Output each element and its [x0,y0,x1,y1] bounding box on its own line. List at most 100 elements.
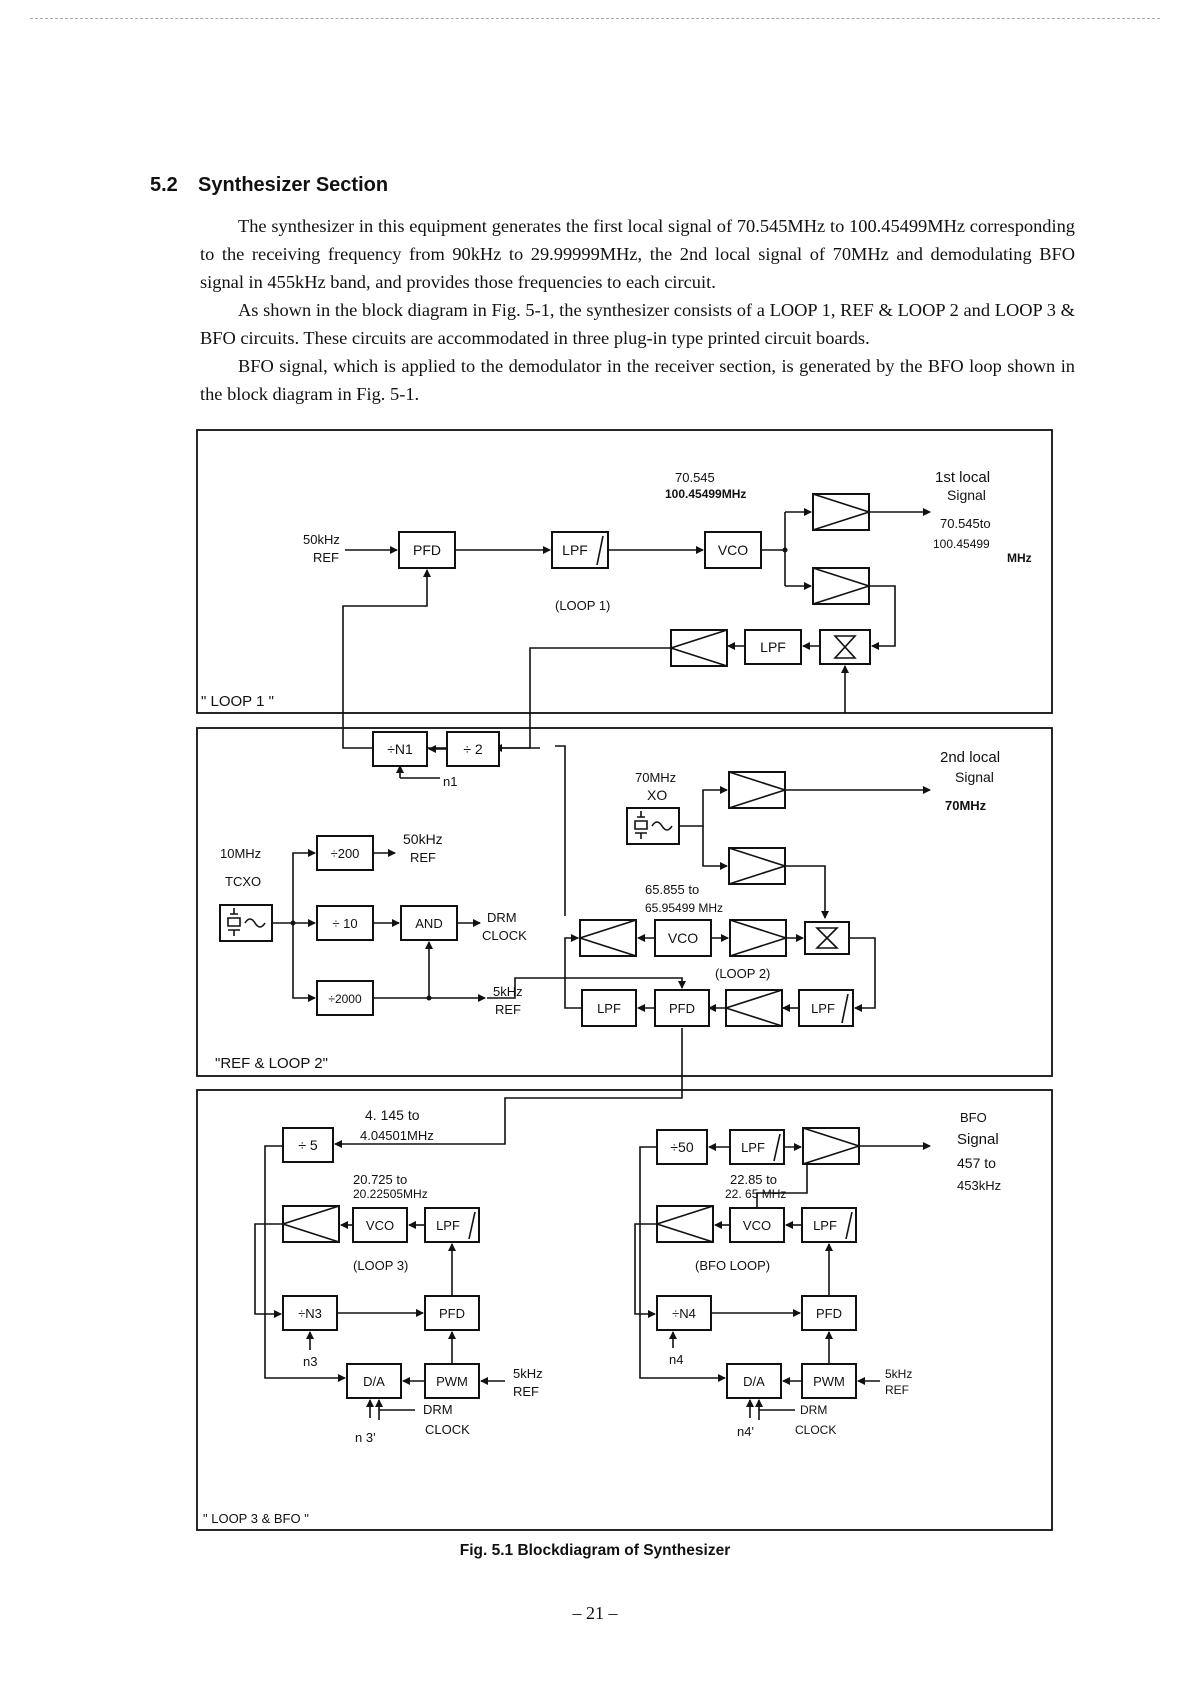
second-local-title: Signal [955,769,994,785]
n3-input-label: n3 [303,1354,317,1369]
n3-prime-label: n 3' [355,1430,376,1445]
loop2-lpf-b-block [798,989,854,1027]
page-number: – 21 – [572,1603,618,1623]
tcxo-freq-label: 10MHz [220,846,261,861]
bfo-vco-label: VCO [743,1218,771,1233]
div2-label: ÷ 2 [463,741,483,757]
tcxo-label: TCXO [225,874,261,889]
div10-label: ÷ 10 [332,916,357,931]
loop1-vco-freq: 70.545 [675,470,715,485]
section-body: The synthesizer in this equipment genera… [200,212,1075,408]
drm-clock-label: DRM [487,910,517,925]
loop1-lpf2-block [744,629,802,665]
loop1-out-title: Signal [947,487,986,503]
loop1-out-freq: MHz [1007,551,1032,565]
n4-divider-block [656,1295,712,1331]
ref5-label: REF [495,1002,521,1017]
loop2-lpf-b-label: LPF [811,1001,835,1016]
and-gate-label: AND [415,916,442,931]
div2000-block [316,980,374,1016]
bfo-da-label: D/A [743,1374,765,1389]
loop2-vco-freq: 65.95499 MHz [645,901,723,915]
bfo-lpf1-label: LPF [741,1140,765,1155]
div10-block [316,905,374,941]
loop1-vco-block [704,531,762,569]
div5-block [282,1127,334,1163]
scan-top-rule [30,18,1160,19]
bfo-pfd-block [801,1295,857,1331]
loop2-lpf-a-label: LPF [597,1001,621,1016]
bfo-lpf2-label: LPF [813,1218,837,1233]
loop3-lpf-block [424,1207,480,1243]
bfo-out-amp [802,1127,860,1165]
loop3-bfo-board-frame [196,1089,1053,1531]
div2-block [446,731,500,767]
and-gate-block [400,905,458,941]
n4-divider-label: ÷N4 [672,1306,696,1321]
loop3-bfo-board-label: " LOOP 3 & BFO " [203,1511,309,1526]
ref5-label: 5kHz [493,984,523,999]
loop1-buffer-amp-1 [812,493,870,531]
loop3-vco-freq: 20.22505MHz [353,1187,428,1201]
section-number: 5.2 [150,174,178,196]
loop1-lpf2-label: LPF [760,639,786,655]
bfo-pwm-label: PWM [813,1374,845,1389]
loop3-amp [282,1205,340,1243]
ref50-label: REF [410,850,436,865]
loop3-pfd-block [424,1295,480,1331]
loop3-pfd-label: PFD [439,1306,465,1321]
bfo-drm-label: DRM [800,1403,827,1417]
drm-clock-label: CLOCK [482,928,527,943]
loop3-ref-label: REF [513,1384,539,1399]
loop3-da-block [346,1363,402,1399]
loop1-board-frame [196,429,1053,714]
bfo-loop-label: (BFO LOOP) [695,1258,770,1273]
loop1-pfd-block [398,531,456,569]
bfo-out-title: Signal [957,1131,999,1148]
loop2-mix-amp [725,989,783,1027]
loop3-pwm-label: PWM [436,1374,468,1389]
paragraph: As shown in the block diagram in Fig. 5-… [200,300,1075,348]
ref-loop2-board-label: "REF & LOOP 2" [215,1055,328,1072]
loop3-in-freq: 4. 145 to [365,1107,420,1123]
n3-divider-block [282,1295,338,1331]
loop3-in-freq: 4.04501MHz [360,1128,434,1143]
bfo-drm-label: CLOCK [795,1423,836,1437]
bfo-pfd-label: PFD [816,1306,842,1321]
bfo-ref-label: 5kHz [885,1367,912,1381]
loop2-pfd-block [654,989,710,1027]
div200-label: ÷200 [331,846,360,861]
n3-divider-label: ÷N3 [298,1306,322,1321]
loop3-drm-label: DRM [423,1402,453,1417]
loop3-lpf-label: LPF [436,1218,460,1233]
xo-label: XO [647,787,667,803]
loop1-board-label: " LOOP 1 " [201,693,274,710]
loop1-out-freq: 100.45499 [933,537,990,551]
figure-caption: Fig. 5.1 Blockdiagram of Synthesizer [459,1542,731,1559]
div5-label: ÷ 5 [298,1137,318,1153]
loop3-vco-freq: 20.725 to [353,1172,407,1187]
paragraph: BFO signal, which is applied to the demo… [200,356,1075,404]
bfo-out-title: BFO [960,1110,987,1125]
loop1-pfd-label: PFD [413,542,441,558]
second-local-freq: 70MHz [945,798,987,813]
xo-oscillator-icon [626,807,680,845]
loop3-vco-label: VCO [366,1218,394,1233]
xo-freq-label: 70MHz [635,770,676,785]
loop2-vco-amp [729,919,787,957]
loop2-vco-label: VCO [668,930,698,946]
loop1-out-freq: 70.545to [940,516,991,531]
loop3-ref-label: 5kHz [513,1366,543,1381]
loop1-buffer-amp-2 [812,567,870,605]
loop2-vco-freq: 65.855 to [645,882,699,897]
loop1-vco-label: VCO [718,542,748,558]
loop1-ref-label: 50kHz [303,532,340,547]
n1-divider-block [372,731,428,767]
bfo-pwm-block [801,1363,857,1399]
bfo-out-freq: 453kHz [957,1178,1001,1193]
loop3-da-label: D/A [363,1374,385,1389]
bfo-vco-freq: 22.85 to [730,1172,777,1187]
second-local-title: 2nd local [940,749,1000,766]
loop3-loop-label: (LOOP 3) [353,1258,408,1273]
div200-block [316,835,374,871]
